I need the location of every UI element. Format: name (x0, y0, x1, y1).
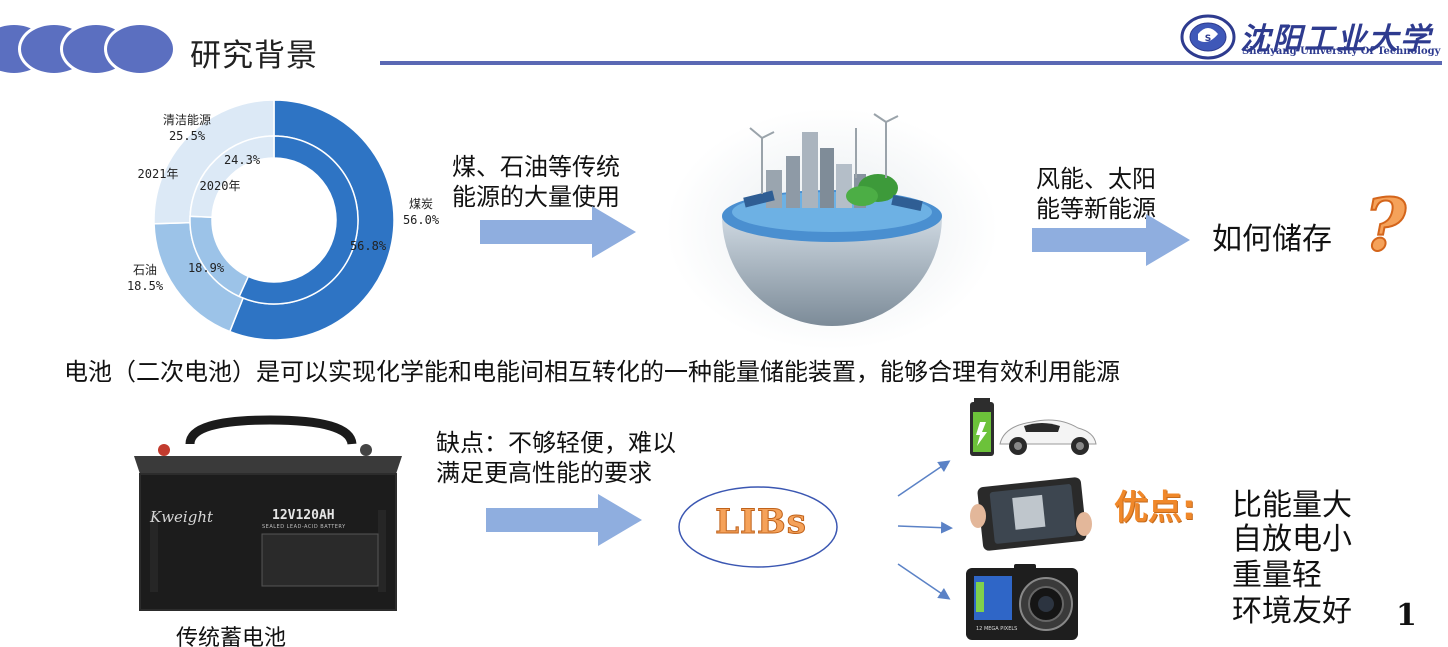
donut-slice-inner-2 (189, 135, 275, 219)
digital-camera-image (966, 564, 1078, 640)
battery-brand: Kweight (150, 508, 214, 526)
advantages-title: 优点: (1114, 488, 1196, 528)
new-energy-text: 风能、太阳 能等新能源 (1036, 164, 1156, 224)
header-divider (380, 61, 1442, 65)
electric-car-image (970, 398, 1097, 456)
university-name-cn: 沈阳工业大学 (1240, 22, 1432, 57)
advantage-item-4: 环境友好 (1232, 594, 1352, 629)
smartphone-image (970, 477, 1092, 551)
advantage-item-1: 比能量大 (1232, 488, 1352, 523)
energy-donut-chart (153, 100, 395, 340)
label-oil-name: 石油 (132, 263, 157, 277)
battery-model-sub: SEALED LEAD-ACID BATTERY (262, 524, 346, 530)
disadvantage-text: 缺点：不够轻便，难以 满足更高性能的要求 (436, 428, 676, 488)
battery-caption: 传统蓄电池 (176, 626, 287, 647)
libs-ellipse (678, 486, 838, 568)
university-name-en: Shenyang University Of Technology (1242, 46, 1441, 57)
arrow-right-1-icon (480, 206, 636, 258)
university-emblem-icon: S (1180, 14, 1236, 60)
label-coal-2021: 56.0% (402, 213, 440, 227)
label-oil-2021: 18.5% (126, 279, 164, 293)
label-clean-energy-name: 清洁能源 (162, 113, 211, 127)
arrow-right-3-icon (486, 494, 642, 546)
label-coal-name: 煤炭 (408, 197, 433, 211)
battery-definition-statement: 电池（二次电池）是可以实现化学能和电能间相互转化的一种能量储能装置，能够合理有效… (64, 358, 1120, 386)
lead-acid-battery-image (134, 415, 402, 611)
svg-text:S: S (1205, 34, 1211, 44)
label-coal-2020: 56.8% (349, 239, 387, 253)
question-mark-icon: ? (1363, 181, 1407, 268)
header-decor-circle-4 (104, 22, 176, 76)
camera-label: 12 MEGA PIXELS (976, 626, 1018, 632)
arrow-right-2-icon (1032, 214, 1190, 266)
disadvantage-line2: 满足更高性能的要求 (436, 459, 652, 487)
donut-slice-inner-0 (238, 135, 359, 305)
label-year-2020: 2020年 (199, 179, 241, 193)
traditional-energy-line1: 煤、石油等传统 (452, 153, 620, 181)
advantage-item-3: 重量轻 (1232, 558, 1322, 593)
label-clean-energy-2021: 25.5% (168, 129, 206, 143)
slide-title: 研究背景 (190, 38, 318, 74)
label-oil-2020: 18.9% (187, 261, 225, 275)
label-clean-energy-2020: 24.3% (223, 153, 261, 167)
disadvantage-line1: 缺点：不够轻便，难以 (436, 429, 676, 457)
storage-question-text: 如何储存 (1212, 222, 1332, 257)
application-arrows (897, 460, 953, 600)
new-energy-line2: 能等新能源 (1036, 195, 1156, 223)
advantage-item-2: 自放电小 (1232, 522, 1352, 557)
libs-label: LIBs (715, 502, 807, 543)
city-globe-illustration (666, 108, 998, 350)
university-logo: S (1180, 12, 1440, 62)
new-energy-line1: 风能、太阳 (1036, 165, 1156, 193)
label-year-2021: 2021年 (137, 167, 179, 181)
battery-model: 12V120AH (272, 508, 335, 523)
page-number: 1 (1396, 598, 1417, 633)
traditional-energy-text: 煤、石油等传统 能源的大量使用 (452, 152, 620, 212)
